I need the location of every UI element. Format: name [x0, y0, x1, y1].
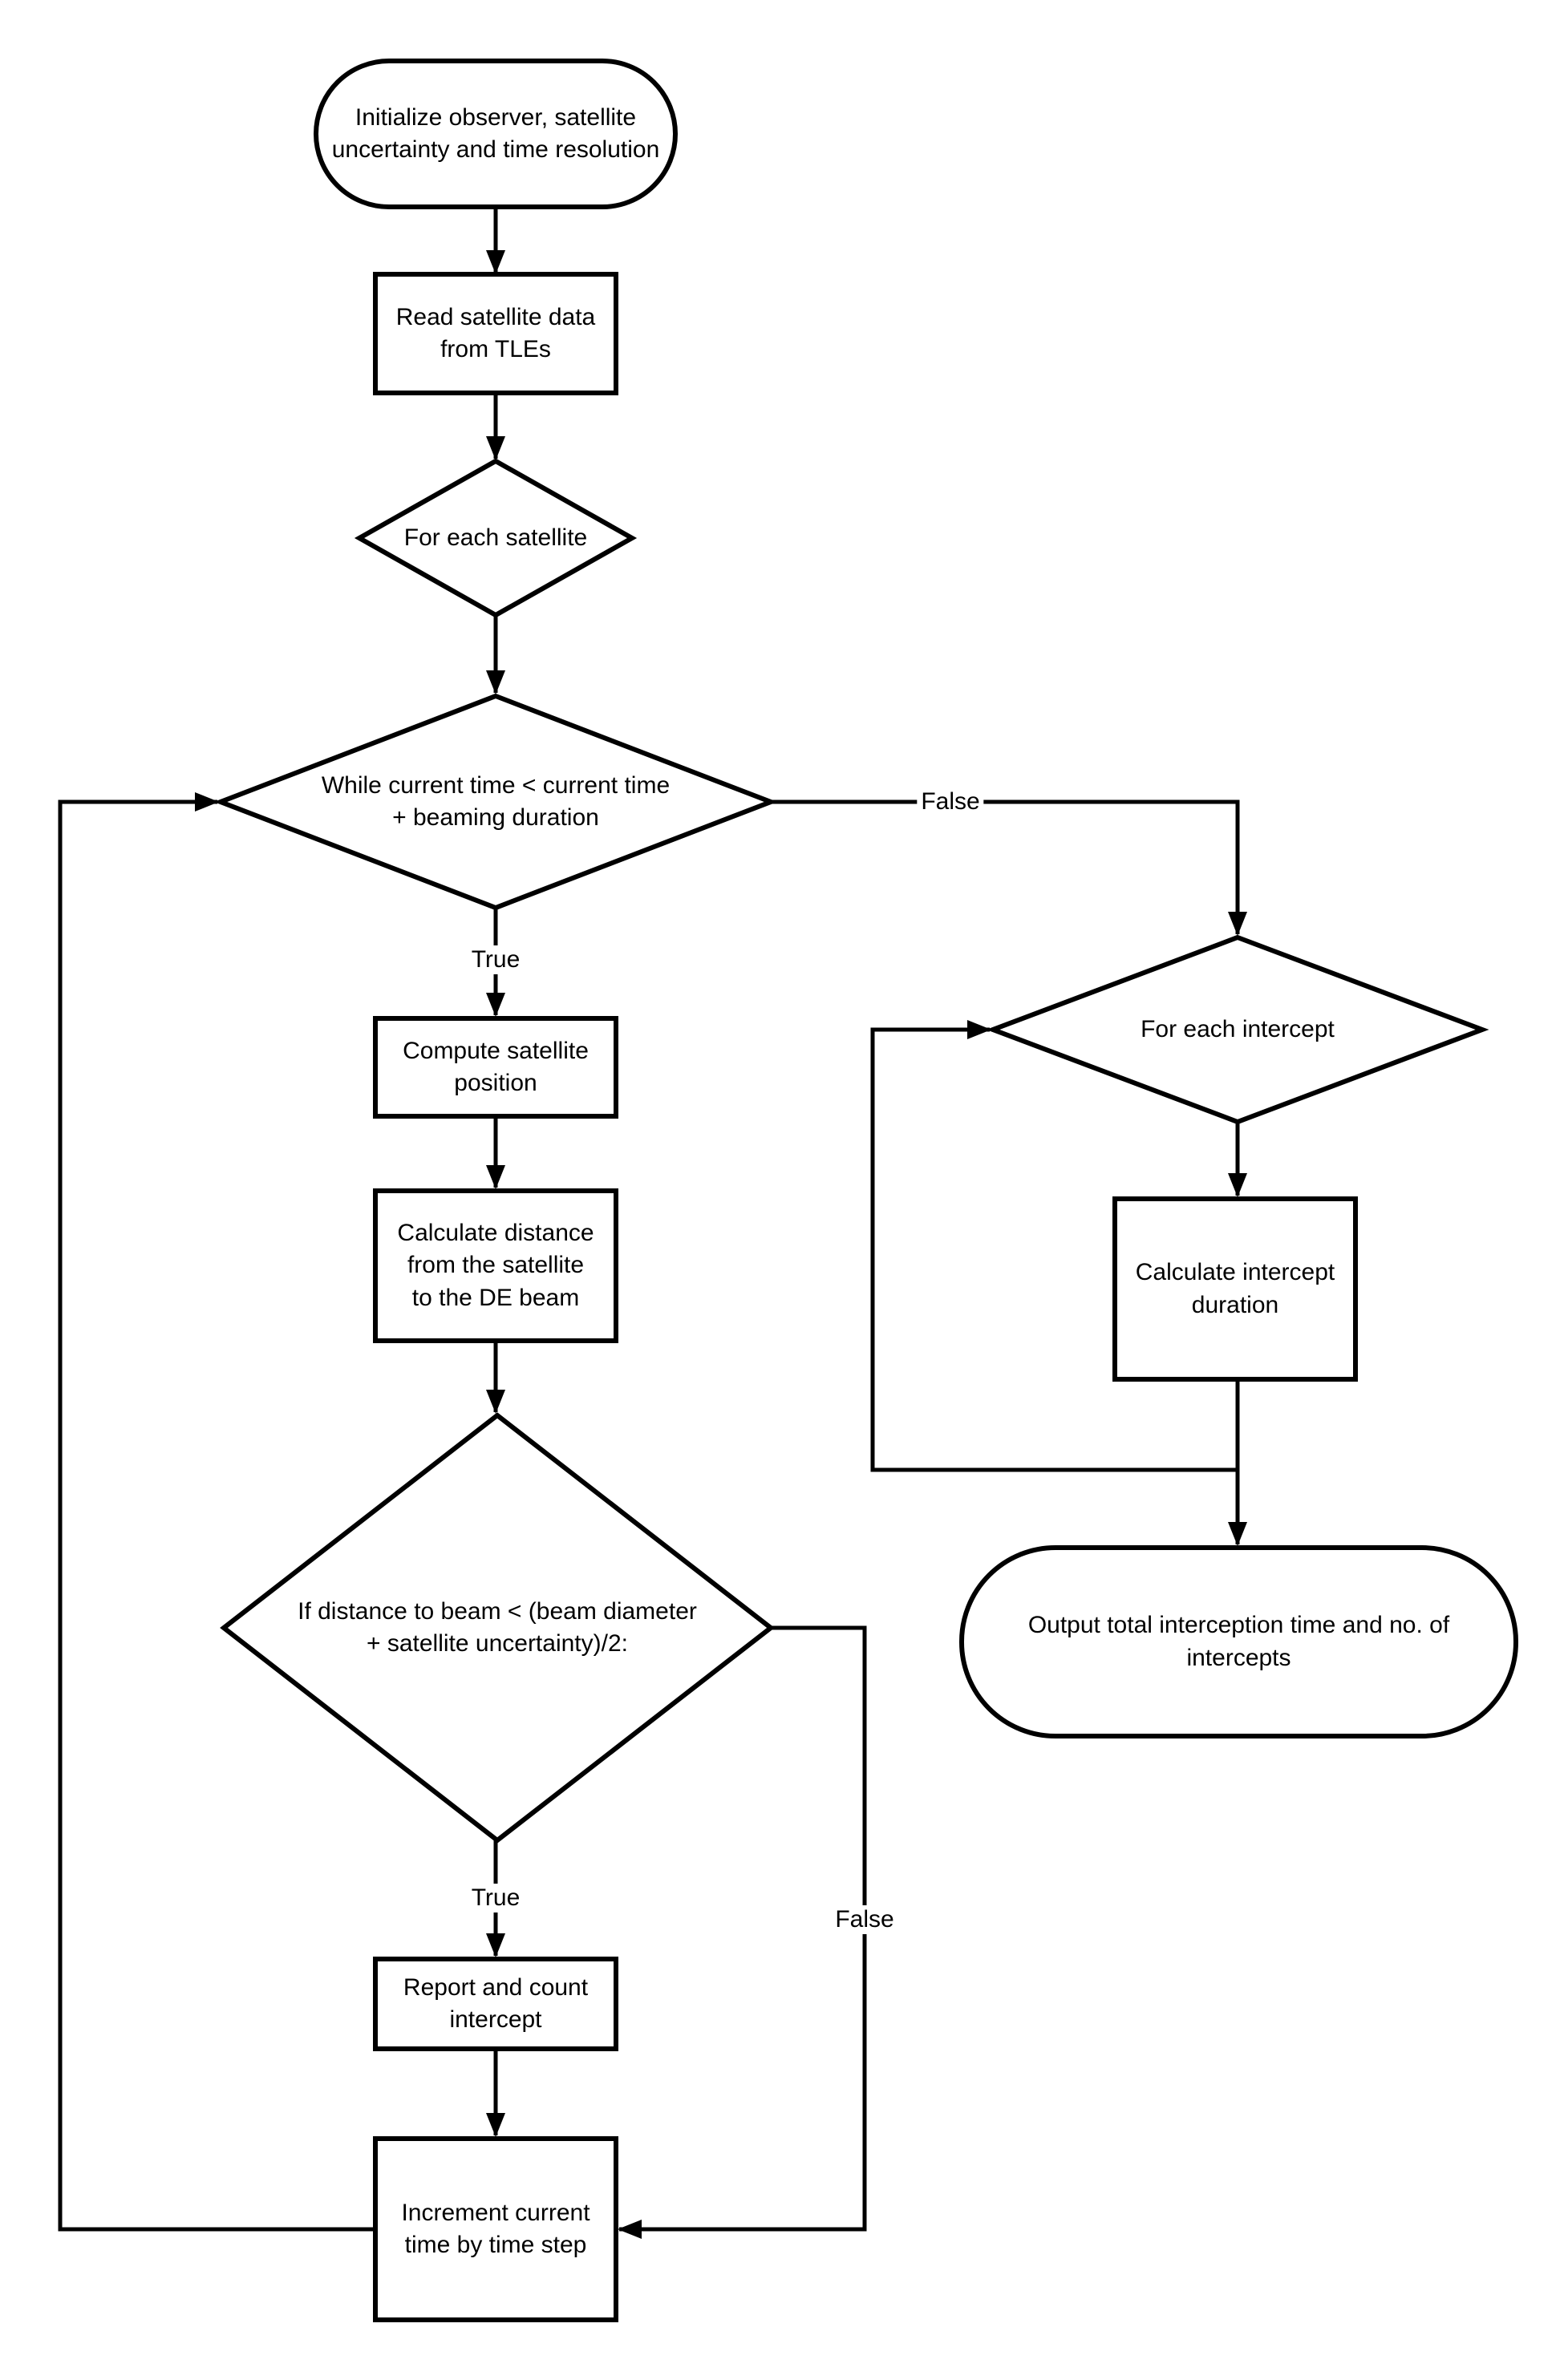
edge-calcduration-loop-to-foreach-intercept [870, 1020, 1238, 1472]
foreach-satellite-node-label: For each satellite [403, 524, 588, 551]
report-intercept-process-shape [373, 1957, 618, 2051]
while-true-edge-label: True [467, 945, 525, 974]
calc-distance-node-label: Calculate distance from the satellite to… [397, 1219, 594, 1311]
calc-duration-process-shape [1112, 1196, 1358, 1382]
compute-position-node-label: Compute satellite position [403, 1037, 589, 1097]
read-tle-node-label: Read satellite data from TLEs [395, 303, 596, 363]
output-terminator-shape [959, 1545, 1518, 1738]
while-false-edge-label: False [917, 787, 984, 816]
edge-while-false-to-foreach-intercept [771, 799, 1247, 936]
calc-distance-process-shape [373, 1188, 618, 1343]
compute-position-process-shape [373, 1016, 618, 1119]
read-tle-process-shape [373, 272, 618, 395]
foreach-intercept-decision-shape [986, 934, 1489, 1125]
while-time-decision-shape [213, 693, 778, 911]
if-distance-decision-shape [220, 1412, 775, 1844]
calc-duration-node-label: Calculate intercept duration [1135, 1259, 1335, 1318]
foreach-satellite-decision-shape [354, 458, 638, 618]
foreach-intercept-node-label: For each intercept [1141, 1015, 1335, 1042]
increment-time-node-label: Increment current time by time step [401, 2199, 590, 2259]
if-distance-node-label: If distance to beam < (beam diameter + s… [298, 1597, 697, 1658]
if-true-edge-label: True [467, 1884, 525, 1912]
increment-time-process-shape [373, 2136, 618, 2322]
if-false-edge-label: False [831, 1905, 898, 1934]
while-time-node-label: While current time < current time + beam… [321, 771, 671, 832]
output-node-label: Output total interception time and no. o… [1027, 1612, 1450, 1671]
report-intercept-node-label: Report and count intercept [403, 1973, 589, 2034]
edge-increment-loop-to-while [58, 792, 375, 2232]
start-terminator-shape [314, 59, 678, 209]
start-node-label: Initialize observer, satellite uncertain… [331, 103, 660, 164]
